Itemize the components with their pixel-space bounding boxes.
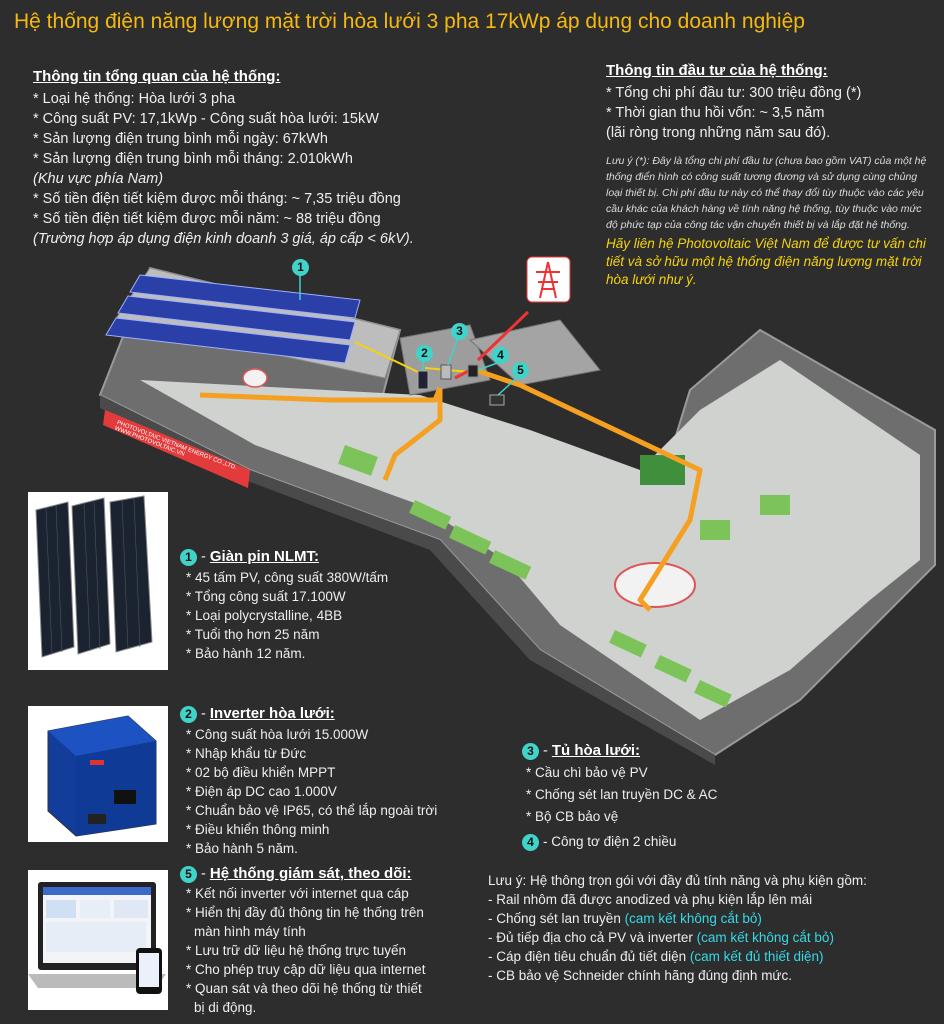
meter-line: 4- Công tơ điện 2 chiều — [522, 833, 717, 851]
inverter-line: * Chuẩn bảo vệ IP65, có thể lắp ngoài tr… — [186, 802, 438, 818]
page-title: Hệ thống điện năng lượng mặt trời hòa lư… — [14, 10, 805, 33]
panel-line: * Tuổi thọ hơn 25 năm — [186, 626, 320, 642]
overview-heading: Thông tin tổng quan của hệ thống: — [33, 68, 281, 85]
investment-line: * Tổng chi phí đầu tư: 300 triệu đồng (*… — [606, 85, 862, 101]
cabinet-info: 3- Tủ hòa lưới: * Cầu chì bảo vệ PV * Ch… — [522, 742, 717, 851]
overview-line: * Sản lượng điện trung bình mỗi ngày: 67… — [33, 131, 328, 147]
inverter-info: 2- Inverter hòa lưới: * Công suất hòa lư… — [180, 705, 437, 858]
contact-text: Hãy liên hệ Photovoltaic Việt Nam để đượ… — [606, 236, 926, 287]
investment-section: Thông tin đầu tư của hệ thống: * Tổng ch… — [606, 62, 932, 289]
investment-line: (lãi ròng trong những năm sau đó). — [606, 125, 831, 141]
monitor-line: * Cho phép truy cập dữ liệu qua internet — [186, 961, 426, 977]
package-line: - Cáp điện tiêu chuẩn đủ tiết diện (cam … — [488, 949, 824, 964]
panel-line: * 45 tấm PV, công suất 380W/tấm — [186, 569, 389, 585]
cabinet-line: * Chống sét lan truyền DC & AC — [526, 786, 718, 802]
inverter-line: * 02 bộ điều khiển MPPT — [186, 764, 336, 780]
overview-line: (Khu vực phía Nam) — [33, 171, 164, 187]
inverter-line: * Công suất hòa lưới 15.000W — [186, 726, 369, 742]
overview-line: * Số tiền điện tiết kiệm được mỗi tháng:… — [33, 191, 401, 207]
overview-section: Thông tin tổng quan của hệ thống: * Loại… — [33, 68, 414, 249]
monitor-photo — [28, 870, 168, 1010]
package-line: - Rail nhôm đã được anodized và phụ kiện… — [488, 892, 813, 907]
investment-heading: Thông tin đầu tư của hệ thống: — [606, 62, 828, 79]
monitor-heading: 5- Hệ thống giám sát, theo dõi: — [180, 865, 425, 883]
inverter-heading: 2- Inverter hòa lưới: — [180, 705, 437, 723]
monitor-line: * Kết nối inverter với internet qua cáp — [186, 885, 409, 901]
overview-line: * Công suất PV: 17,1kWp - Công suất hòa … — [33, 111, 379, 127]
marker-4: 4 — [492, 347, 513, 365]
marker-5: 5 — [512, 362, 533, 380]
inverter-line: * Nhập khẩu từ Đức — [186, 745, 307, 761]
inverter-photo — [28, 706, 168, 842]
monitor-line: bị di động. — [194, 999, 257, 1015]
package-line: - Đủ tiếp địa cho cả PV và inverter (cam… — [488, 930, 834, 945]
package-heading: Lưu ý: Hệ thông trọn gói với đầy đủ tính… — [488, 873, 867, 888]
cabinet-line: * Bộ CB bảo vệ — [526, 808, 619, 824]
panel-line: * Bảo hành 12 năm. — [186, 645, 306, 661]
overview-line: (Trường hợp áp dụng điện kinh doanh 3 gi… — [33, 231, 414, 247]
panel-heading: 1- Giàn pin NLMT: — [180, 548, 388, 566]
monitor-line: màn hình máy tính — [194, 923, 306, 939]
marker-2: 2 — [416, 345, 437, 363]
package-note: Lưu ý: Hệ thông trọn gói với đầy đủ tính… — [488, 871, 867, 985]
solar-panel-photo — [28, 492, 168, 670]
cabinet-line: * Cầu chì bảo vệ PV — [526, 764, 648, 780]
monitor-info: 5- Hệ thống giám sát, theo dõi: * Kết nố… — [180, 865, 425, 1017]
investment-line: * Thời gian thu hồi vốn: ~ 3,5 năm — [606, 105, 825, 121]
inverter-line: * Điều khiển thông minh — [186, 821, 330, 837]
marker-3: 3 — [451, 323, 472, 341]
panel-line: * Loại polycrystalline, 4BB — [186, 607, 343, 623]
monitor-line: * Quan sát và theo dõi hệ thống từ thiết — [186, 980, 422, 996]
overview-line: * Số tiền điện tiết kiệm được mỗi năm: ~… — [33, 211, 381, 227]
cabinet-heading: 3- Tủ hòa lưới: — [522, 742, 717, 760]
package-line: - CB bảo vệ Schneider chính hãng đúng đị… — [488, 968, 792, 983]
overview-line: * Loại hệ thống: Hòa lưới 3 pha — [33, 91, 236, 107]
investment-note: Lưu ý (*): Đây là tổng chi phí đầu tư (c… — [606, 155, 927, 231]
overview-line: * Sản lượng điện trung bình mỗi tháng: 2… — [33, 151, 353, 167]
package-line: - Chống sét lan truyền (cam kết không cắ… — [488, 911, 762, 926]
panel-line: * Tổng công suất 17.100W — [186, 588, 346, 604]
monitor-line: * Hiển thị đầy đủ thông tin hệ thống trê… — [186, 904, 424, 920]
inverter-line: * Điện áp DC cao 1.000V — [186, 783, 337, 799]
inverter-line: * Bảo hành 5 năm. — [186, 840, 298, 856]
monitor-line: * Lưu trữ dữ liệu hệ thống trực tuyến — [186, 942, 407, 958]
marker-1: 1 — [292, 259, 313, 277]
panel-info: 1- Giàn pin NLMT: * 45 tấm PV, công suất… — [180, 548, 388, 663]
